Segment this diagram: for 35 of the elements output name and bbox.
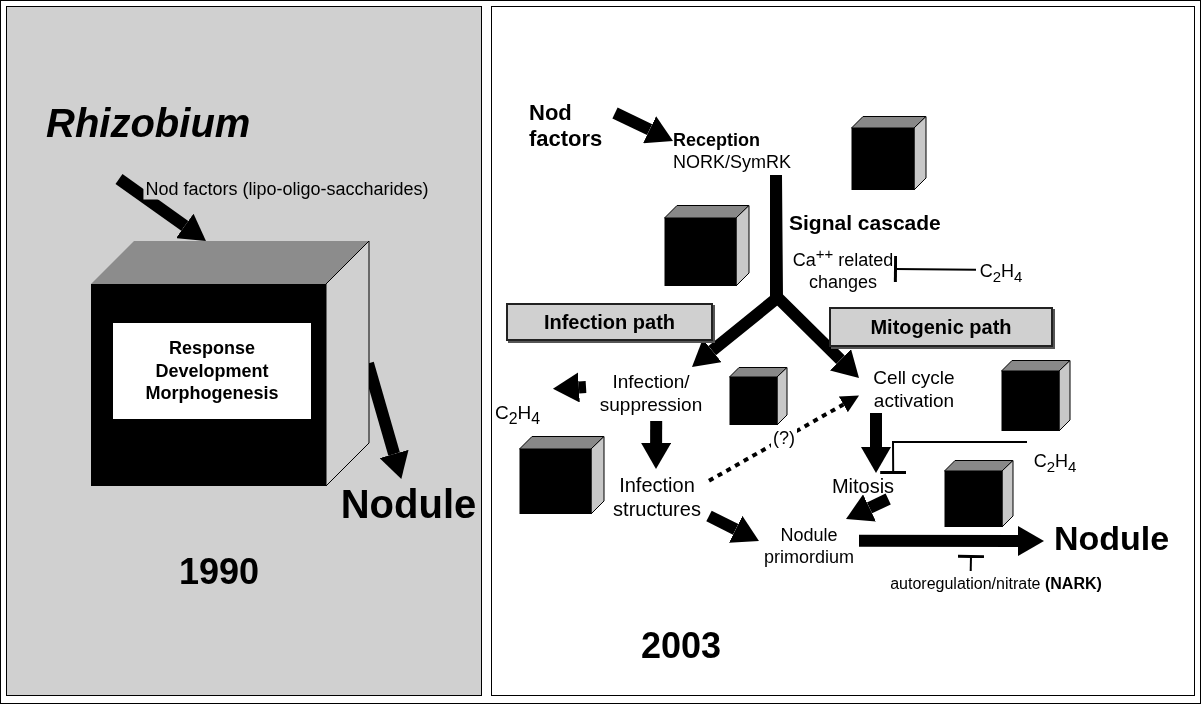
step-label: autoregulation/nitrate (NARK) [890,574,1102,594]
step-label: C$_{2}$H$_{4}$ [979,260,1023,286]
step-label: NORK/SymRK [673,152,791,174]
edge-label: (?) [771,427,797,449]
arrow [861,413,891,473]
arrow [859,526,1044,556]
inhibition-line [893,256,977,282]
step-label: Infection structures [612,473,702,521]
inhibition-line [880,441,1028,475]
step-label: Cell cycle activation [872,367,956,413]
arrow [706,510,759,543]
year-label: 2003 [641,625,722,667]
step-label: Ca$^{++}$ related changes [791,244,895,294]
heading: Signal cascade [789,211,941,235]
arrow [612,107,673,144]
arrow [641,420,672,469]
step-label: Nodule [340,481,477,528]
step-label: C$_{2}$H$_{4}$ [1033,451,1077,476]
arrow [708,395,860,483]
step-label: Nod factors [529,99,604,153]
step-label: Reception [673,130,760,152]
arrow [115,174,206,241]
step-label: C$_{2}$H$_{4}$ [495,402,541,429]
path-box: Mitogenic path [829,307,1053,347]
species-name: Rhizobium [46,101,251,146]
response-label: Response Development Morphogenesis [113,323,311,419]
inhibition-line [957,554,984,572]
step-label: Nodule [1053,517,1170,559]
step-label: Mitosis [831,474,895,498]
year-label: 1990 [179,551,260,593]
arrow [552,372,587,403]
arrow [846,493,891,522]
step-label: Nodule primordium [763,525,855,569]
path-box: Infection path [506,303,713,341]
step-label: Infection/ suppression [598,371,704,417]
